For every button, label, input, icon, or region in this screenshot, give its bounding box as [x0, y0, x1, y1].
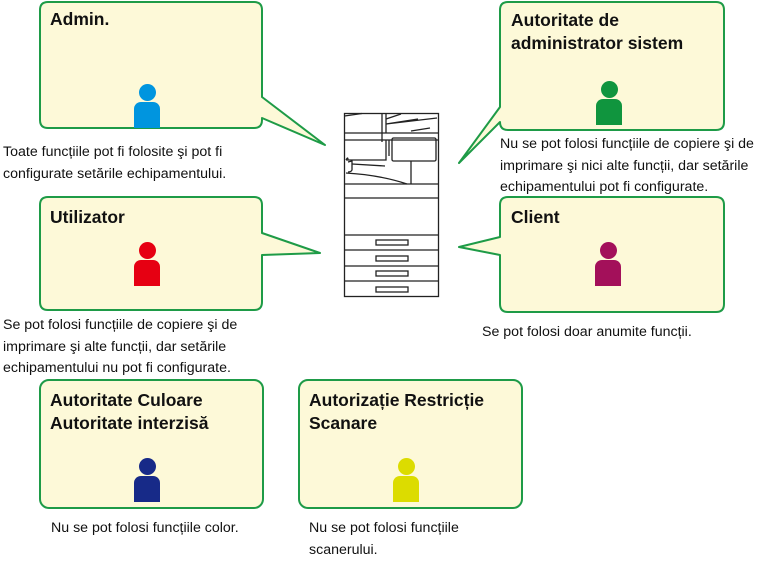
- person-body: [134, 260, 160, 286]
- person-head: [139, 458, 156, 475]
- title-line: Autoritate interzisă: [50, 412, 209, 435]
- drawer-handle: [376, 271, 408, 276]
- description-line: Se pot folosi doar anumite funcții.: [482, 322, 692, 344]
- person-body: [393, 476, 419, 502]
- role-title-scan-restricted: Autorizație Restricție Scanare: [309, 389, 484, 435]
- description-line: echipamentului pot fi configurate.: [500, 177, 754, 199]
- role-description-color-prohibited: Nu se pot folosi funcțiile color.: [51, 518, 239, 540]
- title-line: Client: [511, 206, 560, 229]
- role-description-guest: Se pot folosi doar anumite funcții.: [482, 322, 692, 344]
- bubble-guest: [459, 197, 724, 312]
- role-title-admin: Admin.: [50, 8, 109, 31]
- person-body: [134, 102, 160, 128]
- title-line: administrator sistem: [511, 32, 683, 55]
- person-head: [600, 242, 617, 259]
- title-line: Autorizație Restricție: [309, 389, 484, 412]
- drawer-handle: [376, 240, 408, 245]
- person-icon-admin: [134, 84, 160, 128]
- description-line: Nu se pot folosi funcțiile de copiere şi…: [500, 134, 754, 156]
- title-line: Scanare: [309, 412, 484, 435]
- multifunction-printer-icon: [345, 114, 439, 297]
- description-line: Nu se pot folosi funcțiile color.: [51, 518, 239, 540]
- description-line: echipamentului nu pot fi configurate.: [3, 358, 237, 380]
- role-description-scan-restricted: Nu se pot folosi funcțiile scanerului.: [309, 518, 459, 561]
- person-head: [139, 242, 156, 259]
- person-head: [398, 458, 415, 475]
- person-head: [139, 84, 156, 101]
- person-body: [134, 476, 160, 502]
- role-title-user: Utilizator: [50, 206, 125, 229]
- title-line: Autoritate Culoare: [50, 389, 209, 412]
- person-icon-system-admin: [596, 81, 622, 125]
- role-title-guest: Client: [511, 206, 560, 229]
- title-line: Autoritate de: [511, 9, 683, 32]
- person-icon-guest: [595, 242, 621, 286]
- person-head: [601, 81, 618, 98]
- description-line: scanerului.: [309, 540, 459, 561]
- role-description-admin: Toate funcțiile pot fi folosite şi pot f…: [3, 142, 226, 185]
- person-icon-scan-restricted: [393, 458, 419, 502]
- person-icon-color-prohibited: [134, 458, 160, 502]
- description-line: Toate funcțiile pot fi folosite şi pot f…: [3, 142, 226, 164]
- description-line: configurate setările echipamentului.: [3, 164, 226, 186]
- description-line: Nu se pot folosi funcțiile: [309, 518, 459, 540]
- drawer-handle: [376, 287, 408, 292]
- description-line: Se pot folosi funcțiile de copiere şi de: [3, 315, 237, 337]
- role-description-user: Se pot folosi funcțiile de copiere şi de…: [3, 315, 237, 380]
- person-icon-user: [134, 242, 160, 286]
- role-description-system-admin: Nu se pot folosi funcțiile de copiere şi…: [500, 134, 754, 199]
- description-line: imprimare şi nici alte funcții, dar setă…: [500, 156, 754, 178]
- title-line: Admin.: [50, 8, 109, 31]
- title-line: Utilizator: [50, 206, 125, 229]
- drawer-handle: [376, 256, 408, 261]
- person-body: [596, 99, 622, 125]
- person-body: [595, 260, 621, 286]
- role-title-color-prohibited: Autoritate Culoare Autoritate interzisă: [50, 389, 209, 435]
- description-line: imprimare şi alte funcții, dar setările: [3, 337, 237, 359]
- role-title-system-admin: Autoritate de administrator sistem: [511, 9, 683, 55]
